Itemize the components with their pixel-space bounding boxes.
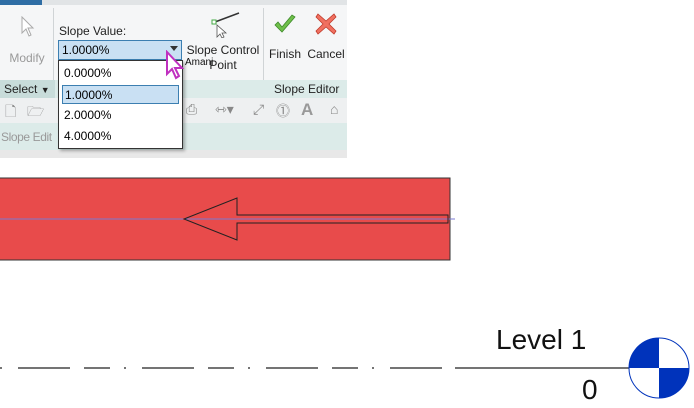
mouse-cursor-icon [166, 50, 185, 80]
align-dimension-icon[interactable]: ⤢ [253, 101, 265, 117]
slope-control-label-1: Slope Control [186, 43, 260, 57]
3d-view-icon[interactable]: ⌂ [330, 101, 339, 117]
level-elevation[interactable]: 0 [582, 374, 598, 405]
slope-edit-label: Slope Edit [1, 130, 52, 144]
level-head-icon[interactable] [628, 337, 690, 399]
slope-control-point-icon [211, 12, 240, 39]
cursor-arrow-icon [21, 15, 35, 37]
select-panel-dropdown[interactable]: Select ▼ [4, 82, 53, 96]
slope-value-combobox[interactable]: 1.0000% [58, 40, 182, 60]
tag-icon[interactable]: ⓵ [276, 103, 290, 119]
ribbon: Modify Slope Value: 1.0000% Slope Contro… [0, 0, 347, 158]
chevron-down-icon [170, 46, 178, 51]
slope-control-label-2: Point [209, 58, 237, 72]
modify-label: Modify [9, 51, 45, 65]
cursor-tooltip: Amani [185, 57, 214, 68]
slope-value-label: Slope Value: [59, 24, 127, 38]
slope-arrow[interactable] [182, 197, 449, 241]
slope-editor-panel-label: Slope Editor [274, 82, 340, 96]
text-icon[interactable]: A [301, 100, 314, 119]
new-file-icon[interactable]: 🗋 [5, 103, 17, 119]
slope-option-selected[interactable]: 1.0000% [62, 85, 179, 104]
slope-option[interactable]: 0.0000% [64, 66, 112, 80]
slope-control-point-button[interactable]: Slope Control Point [184, 10, 262, 76]
tab-strip [0, 0, 347, 5]
select-panel-label: Select [4, 82, 38, 96]
slope-value-text: 1.0000% [62, 43, 110, 57]
measure-icon[interactable]: ⇿▾ [215, 101, 234, 117]
properties-header [0, 150, 347, 158]
checkmark-icon [274, 14, 296, 33]
caret-down-icon: ▼ [40, 85, 50, 95]
open-folder-icon[interactable]: 🗁 [27, 103, 45, 119]
modify-button[interactable]: Modify [4, 14, 50, 65]
slope-option[interactable]: 4.0000% [64, 129, 112, 143]
cancel-label: Cancel [307, 47, 345, 61]
floor-slab[interactable] [0, 177, 451, 261]
x-icon [315, 13, 337, 35]
slope-value-dropdown-list: 0.0000% 1.0000% 2.0000% 4.0000% [58, 60, 183, 149]
finish-button[interactable]: Finish [267, 12, 303, 61]
level-name[interactable]: Level 1 [496, 324, 587, 355]
cancel-button[interactable]: Cancel [306, 12, 346, 61]
finish-label: Finish [268, 47, 301, 61]
slope-option[interactable]: 2.0000% [64, 108, 112, 122]
print-icon[interactable]: ⎙ [186, 101, 198, 117]
